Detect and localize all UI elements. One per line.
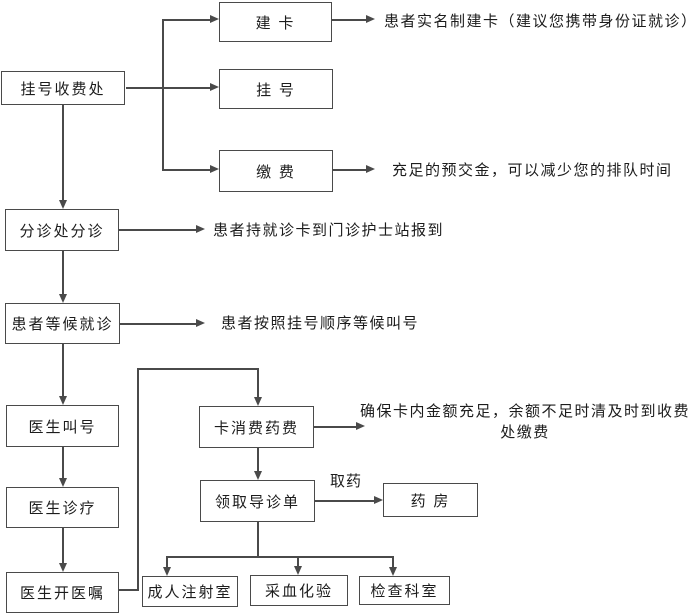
- arrowhead-icon: [163, 567, 171, 576]
- connector-pay-to-note: [333, 169, 367, 171]
- annotation-wait: 患者按照挂号顺序等候叫号: [221, 316, 420, 332]
- node-card-pays-medicine-fee: 卡消费药费: [199, 406, 314, 448]
- arrowhead-icon: [366, 165, 375, 173]
- node-doctor-treatment: 医生诊疗: [6, 487, 119, 528]
- annotation-balance: 确保卡内金额充足，余额不足时清及时到收费处缴费: [360, 404, 691, 441]
- connector-orders-elbow-bottom: [119, 589, 139, 591]
- connector-desk-to-branch: [126, 87, 163, 89]
- connector-triage-to-note: [119, 229, 197, 231]
- arrowhead-icon: [196, 319, 205, 327]
- connector-card-pay-to-guide: [257, 448, 259, 472]
- connector-orders-elbow-vertical: [137, 368, 139, 591]
- node-doctor-calls-number: 医生叫号: [6, 405, 119, 447]
- arrowhead-icon: [59, 200, 67, 209]
- connector-guide-to-pharmacy: [315, 500, 375, 502]
- node-get-guidance-sheet: 领取导诊单: [200, 480, 315, 522]
- connector-wait-to-note: [119, 323, 197, 325]
- arrowhead-icon: [59, 294, 67, 303]
- connector-treatment-to-orders: [62, 528, 64, 564]
- node-triage-station: 分诊处分诊: [5, 209, 119, 251]
- node-registration-fee-desk: 挂号收费处: [1, 71, 125, 105]
- connector-branch-to-register: [163, 87, 211, 89]
- node-create-card: 建 卡: [219, 2, 332, 42]
- node-blood-collection-lab: 采血化验: [250, 575, 348, 606]
- node-pay-fee: 缴 费: [219, 150, 333, 192]
- connector-triage-to-wait: [62, 251, 64, 295]
- arrowhead-icon: [294, 566, 302, 575]
- arrowhead-icon: [254, 471, 262, 480]
- node-examination-department: 检查科室: [359, 576, 450, 605]
- connector-create-card-to-note: [332, 19, 367, 21]
- connector-branch-to-pay: [163, 169, 211, 171]
- connector-distribution: [166, 556, 394, 558]
- node-doctor-writes-orders: 医生开医嘱: [6, 572, 119, 613]
- node-adult-injection-room: 成人注射室: [142, 576, 238, 607]
- arrowhead-icon: [210, 165, 219, 173]
- connector-to-blood-lab: [297, 556, 299, 567]
- connector-card-pay-to-note: [314, 426, 357, 428]
- arrowhead-icon: [366, 15, 375, 23]
- node-wait-for-visit: 患者等候就诊: [5, 303, 120, 344]
- arrowhead-icon: [59, 396, 67, 405]
- connector-guide-down: [257, 522, 259, 557]
- edge-label-take-medicine: 取药: [330, 474, 363, 490]
- connector-to-exam-dept: [392, 556, 394, 568]
- connector-orders-elbow-top: [137, 368, 259, 370]
- annotation-prepay: 充足的预交金，可以减少您的排队时间: [392, 163, 673, 179]
- arrowhead-icon: [210, 83, 219, 91]
- arrowhead-icon: [59, 478, 67, 487]
- arrowhead-icon: [254, 397, 262, 406]
- arrowhead-icon: [196, 225, 205, 233]
- connector-branch-vertical: [162, 19, 164, 171]
- arrowhead-icon: [374, 496, 383, 504]
- connector-wait-to-call: [62, 344, 64, 397]
- node-pharmacy: 药 房: [383, 483, 478, 517]
- annotation-triage: 患者持就诊卡到门诊护士站报到: [213, 223, 445, 239]
- connector-call-to-treatment: [62, 447, 64, 479]
- arrowhead-icon: [356, 422, 365, 430]
- annotation-create-card: 患者实名制建卡（建议您携带身份证就诊）: [384, 14, 691, 30]
- arrowhead-icon: [389, 567, 397, 576]
- connector-elbow-to-card-pay: [257, 369, 259, 398]
- node-register: 挂 号: [219, 69, 333, 109]
- connector-desk-to-triage: [62, 105, 64, 200]
- connector-branch-to-create-card: [163, 19, 211, 21]
- arrowhead-icon: [210, 15, 219, 23]
- connector-to-injection: [166, 556, 168, 568]
- arrowhead-icon: [59, 563, 67, 572]
